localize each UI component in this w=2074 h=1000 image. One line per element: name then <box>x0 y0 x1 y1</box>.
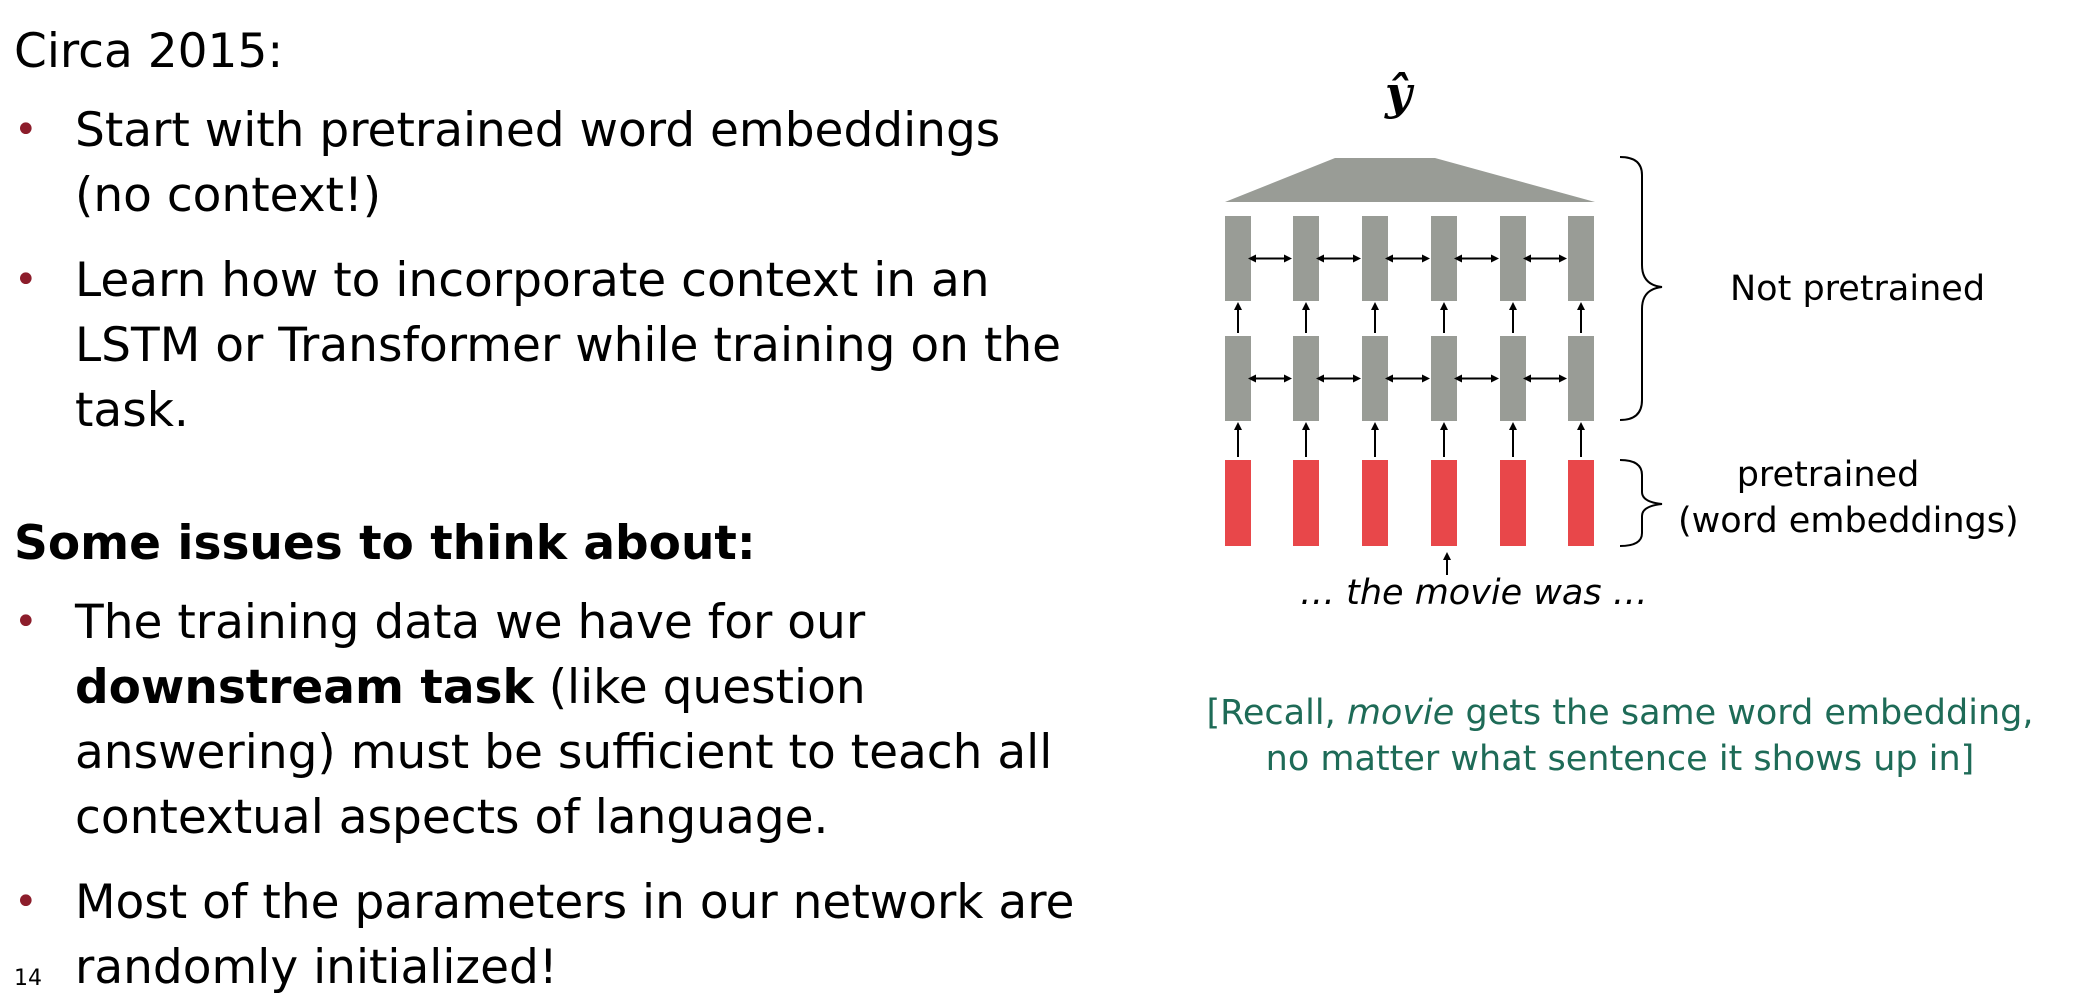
lstm-layer-1-cell <box>1568 336 1594 421</box>
brace-not-pretrained <box>1619 156 1663 421</box>
input-sentence-label: … the movie was … <box>1300 573 1648 613</box>
lstm-layer-2-cell <box>1568 216 1594 301</box>
lstm-layer-2-cell <box>1500 216 1526 301</box>
embedding-cell <box>1225 460 1251 546</box>
embedding-cell <box>1362 460 1388 546</box>
bullet-dot-icon: • <box>14 257 38 303</box>
recall-caption: [Recall, movie gets the same word embedd… <box>1206 693 2034 779</box>
pretrained-label: pretrained (word embeddings) <box>1678 455 2019 541</box>
lstm-layer-1-cell <box>1362 336 1388 421</box>
heading-issues: Some issues to think about: <box>14 516 756 571</box>
bullet-list-approach: • Start with pretrained word embeddings … <box>0 98 1080 443</box>
lstm-layer-2-cell <box>1225 216 1251 301</box>
bullet-dot-icon: • <box>14 107 38 153</box>
bullet-learn-context: • Learn how to incorporate context in an… <box>0 248 1080 443</box>
output-head-shape <box>1225 158 1595 202</box>
lstm-layer-1-cell <box>1431 336 1457 421</box>
lstm-layer-2-cell <box>1293 216 1319 301</box>
brace-pretrained <box>1619 459 1663 547</box>
page-number: 14 <box>14 966 42 991</box>
lstm-layer-1-cell <box>1500 336 1526 421</box>
bullet-dot-icon: • <box>14 599 38 645</box>
embedding-cell <box>1431 460 1457 546</box>
bullet-random-init: • Most of the parameters in our network … <box>0 870 1080 1000</box>
lstm-layer-2-cell <box>1362 216 1388 301</box>
heading-circa-2015: Circa 2015: <box>14 24 284 79</box>
not-pretrained-label: Not pretrained <box>1730 269 1986 309</box>
bullet-list-issues: • The training data we have for our down… <box>0 590 1080 1000</box>
embedding-cell <box>1568 460 1594 546</box>
embedding-cell <box>1293 460 1319 546</box>
network-svg <box>1225 156 1663 575</box>
bullet-pretrained-embeddings: • Start with pretrained word embeddings … <box>0 98 1080 228</box>
lstm-layer-2-cell <box>1431 216 1457 301</box>
output-y-hat-label: ŷ <box>1385 66 1412 120</box>
bullet-training-data: • The training data we have for our down… <box>0 590 1080 850</box>
architecture-diagram: ŷ Not pretrained pretrained (word embedd… <box>1200 70 2060 630</box>
lstm-layer-1-cell <box>1293 336 1319 421</box>
bullet-dot-icon: • <box>14 879 38 925</box>
lstm-layer-1-cell <box>1225 336 1251 421</box>
embedding-cell <box>1500 460 1526 546</box>
